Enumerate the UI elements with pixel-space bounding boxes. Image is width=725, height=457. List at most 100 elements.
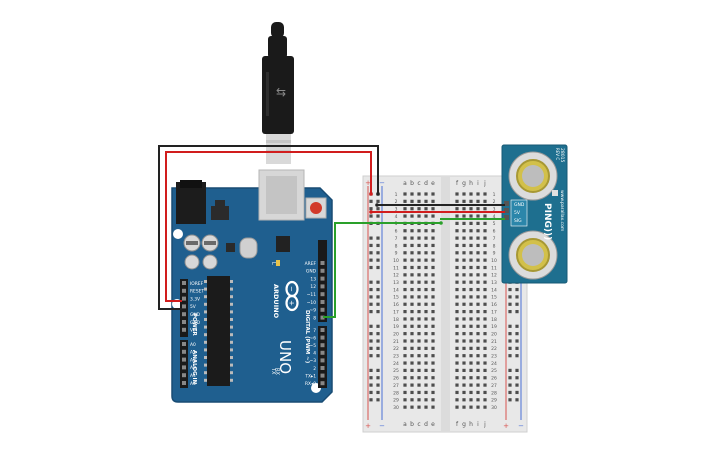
rail-hole: [369, 310, 373, 314]
breadboard-hole: [469, 192, 473, 196]
row-number-label: 1: [395, 192, 398, 198]
digital-pin-label: 4: [313, 351, 316, 357]
row-number-label: 27: [393, 383, 399, 389]
digital-pin-label: ~11: [307, 292, 316, 298]
breadboard-hole: [469, 383, 473, 387]
breadboard-hole: [403, 302, 407, 306]
breadboard-hole: [417, 405, 421, 409]
rail-hole: [376, 243, 380, 248]
row-number-label: 26: [491, 376, 497, 382]
row-number-label: 7: [493, 236, 496, 242]
breadboard-hole: [462, 295, 466, 299]
row-number-label: 23: [393, 354, 399, 360]
rail-hole: [376, 390, 380, 395]
analog-pin: [182, 342, 186, 346]
breadboard-hole: [410, 339, 414, 343]
row-number-label: 20: [491, 331, 497, 337]
breadboard-hole: [462, 368, 466, 372]
digital-pin-label: GND: [306, 269, 317, 275]
rail-hole: [369, 280, 373, 284]
breadboard-hole: [424, 354, 428, 358]
ultrasonic-transducer-top: [508, 151, 558, 201]
breadboard-hole: [483, 302, 487, 306]
rail-hole: [508, 383, 512, 387]
rail-hole: [376, 302, 380, 306]
breadboard-hole: [424, 376, 428, 380]
rail-hole: [369, 376, 373, 380]
rail-hole: [376, 339, 380, 343]
breadboard-hole: [469, 310, 473, 314]
breadboard-hole: [410, 199, 414, 203]
digital-pin-label: ~6: [310, 335, 317, 341]
breadboard-hole: [417, 317, 421, 321]
breadboard-hole: [483, 368, 487, 372]
breadboard-hole: [403, 251, 407, 255]
column-letter-label: b: [410, 180, 414, 187]
breadboard-hole: [455, 390, 459, 395]
atmega-chip: [204, 276, 233, 386]
breadboard-hole: [417, 243, 421, 248]
column-letter-label: h: [469, 421, 473, 428]
breadboard-hole: [417, 390, 421, 395]
row-number-label: 16: [491, 302, 497, 308]
rail-minus-label: −: [379, 422, 385, 430]
digital-pin: [320, 328, 325, 332]
breadboard-hole: [410, 207, 414, 211]
rail-hole: [515, 302, 519, 306]
breadboard-hole: [431, 199, 435, 203]
row-number-label: 22: [393, 346, 399, 352]
breadboard-hole: [462, 251, 466, 255]
breadboard-hole: [455, 273, 459, 277]
analog-pin: [182, 381, 186, 385]
breadboard-hole: [469, 214, 473, 218]
breadboard-hole: [455, 265, 459, 270]
breadboard-hole: [469, 332, 473, 336]
digital-pin-label: ~10: [307, 300, 316, 306]
rail-hole: [515, 346, 519, 350]
row-number-label: 29: [393, 398, 399, 404]
rail-hole: [515, 390, 519, 395]
column-letter-label: g: [462, 421, 466, 428]
breadboard-hole: [462, 324, 466, 328]
breadboard-hole: [417, 236, 421, 240]
breadboard-hole: [483, 324, 487, 328]
breadboard-hole: [455, 368, 459, 372]
breadboard-hole: [455, 295, 459, 299]
breadboard-hole: [417, 258, 421, 262]
rail-hole: [508, 368, 512, 372]
row-number-label: 23: [491, 354, 497, 360]
row-number-label: 24: [393, 361, 399, 367]
rail-hole: [369, 236, 373, 240]
breadboard-hole: [476, 361, 480, 365]
breadboard-hole: [417, 192, 421, 196]
breadboard-hole: [403, 280, 407, 284]
rail-hole: [369, 295, 373, 299]
breadboard-hole: [455, 398, 459, 402]
analog-pin-label: A1: [190, 350, 196, 356]
wires: [158, 145, 505, 318]
chip-pin: [204, 325, 207, 329]
breadboard-hole: [462, 339, 466, 343]
breadboard-hole: [476, 199, 480, 203]
reset-button[interactable]: [305, 197, 327, 219]
chip-pin: [230, 363, 233, 367]
column-letter-label: c: [417, 421, 420, 428]
icsp-header: [276, 236, 290, 252]
breadboard-hole: [417, 214, 421, 218]
breadboard-hole: [462, 287, 466, 292]
rail-hole: [515, 383, 519, 387]
breadboard-hole: [417, 376, 421, 380]
usb-cable: ⇆: [262, 22, 294, 164]
dc-power-jack: [176, 180, 206, 224]
breadboard-hole: [424, 368, 428, 372]
voltage-regulator: [211, 206, 229, 220]
breadboard-hole: [462, 354, 466, 358]
breadboard-hole: [455, 332, 459, 336]
breadboard-hole: [469, 295, 473, 299]
row-number-label: 29: [491, 398, 497, 404]
breadboard-hole: [431, 265, 435, 270]
breadboard-hole: [431, 383, 435, 387]
row-number-label: 4: [395, 214, 398, 220]
power-pin: [182, 312, 186, 317]
